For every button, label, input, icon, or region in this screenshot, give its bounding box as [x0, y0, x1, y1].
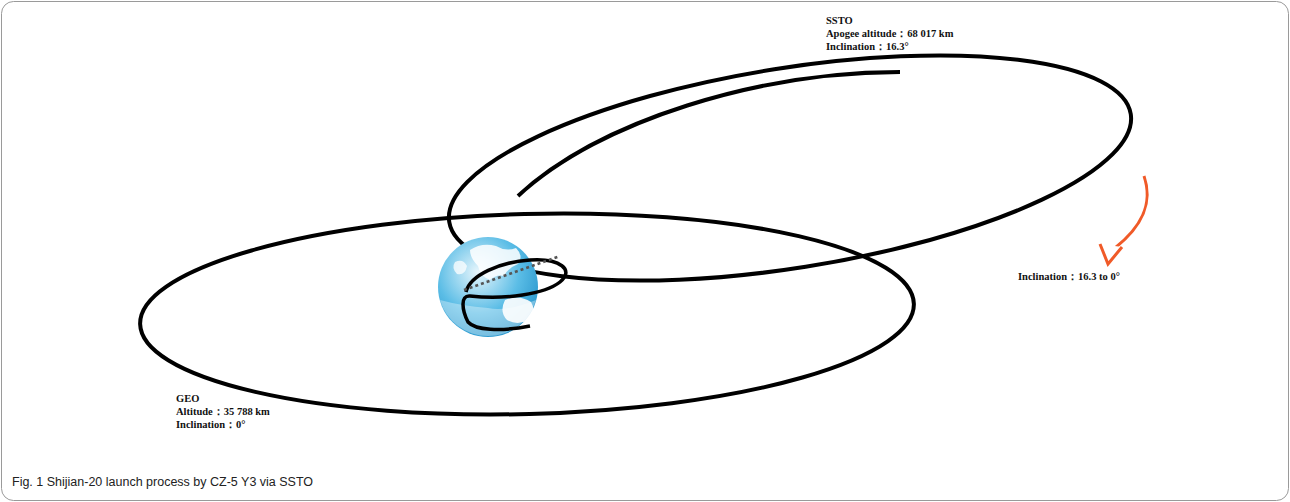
ssto-orbit [434, 15, 1147, 320]
apogee-label: Apogee altitude：68 017 km [826, 27, 953, 40]
inclination-label: Inclination：0° [176, 418, 245, 431]
inclination-label: Inclination：16.3° [826, 40, 909, 53]
geo-orbit [138, 204, 917, 424]
parking-orbit [463, 260, 566, 330]
altitude-label: Altitude：35 788 km [176, 405, 270, 418]
earth-globe [438, 237, 538, 337]
ssto-orbit-front [518, 72, 900, 196]
inclination-arrow [1115, 176, 1147, 248]
figure-caption: Fig. 1 Shijian-20 launch process by CZ-5… [12, 474, 313, 490]
orbit-name: SSTO [826, 14, 853, 27]
inclination-change-label: Inclination：16.3 to 0° [1018, 270, 1120, 283]
transfer-dotted-line [464, 256, 560, 290]
orbit-name: GEO [176, 392, 199, 405]
arrow-head [1100, 244, 1122, 264]
